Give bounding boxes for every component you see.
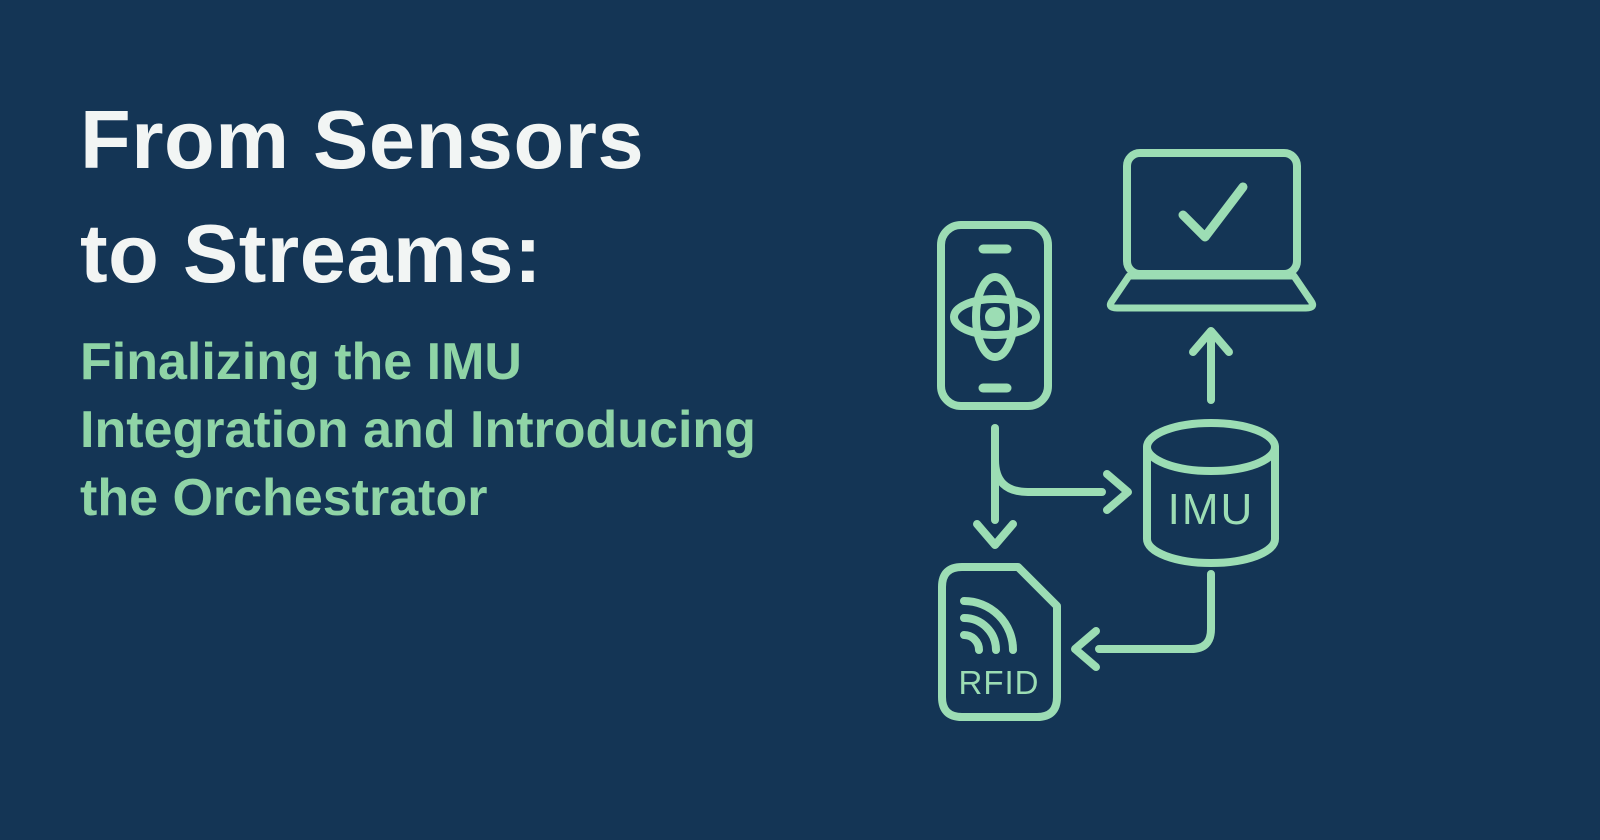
imu-database-icon: IMU — [1143, 419, 1279, 567]
rfid-tag-icon: RFID — [938, 563, 1061, 721]
arrow-phone-to-imu-icon — [991, 456, 1132, 514]
smartphone-icon — [937, 221, 1052, 410]
laptop-icon — [1106, 149, 1317, 312]
arrow-imu-to-rfid-icon — [1071, 570, 1215, 671]
checkmark-icon — [1178, 182, 1248, 242]
rfid-label: RFID — [959, 664, 1040, 701]
page-title: From Sensors to Streams: — [80, 93, 645, 300]
gyroscope-icon — [950, 273, 1040, 361]
imu-label: IMU — [1168, 485, 1255, 534]
rfid-signal-icon — [960, 597, 1017, 654]
page-subtitle: Finalizing the IMU Integration and Intro… — [80, 333, 756, 527]
arrow-imu-to-laptop-icon — [1189, 327, 1233, 404]
